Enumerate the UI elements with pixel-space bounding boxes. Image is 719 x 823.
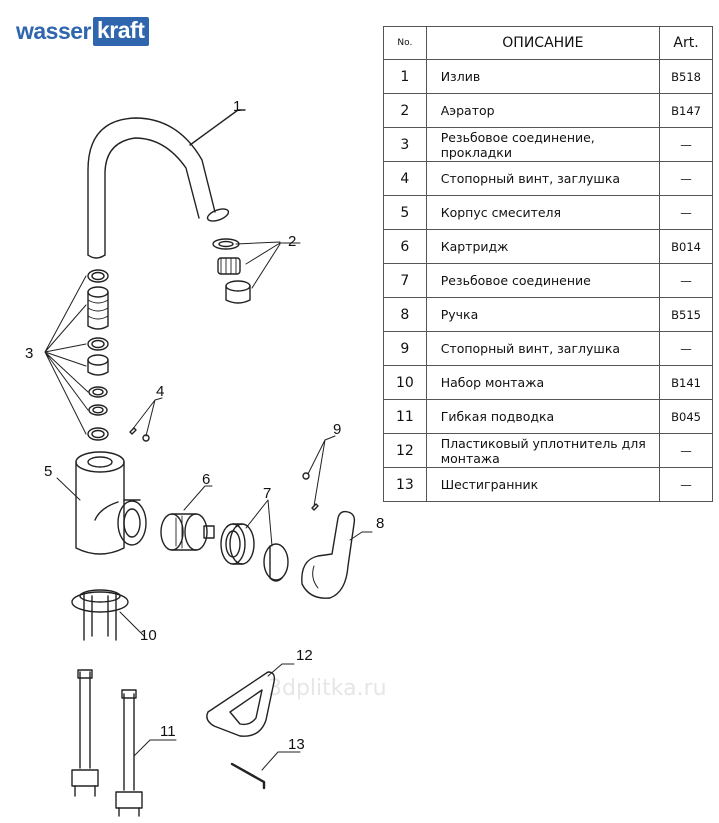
part-cartridge <box>160 485 215 551</box>
part-aerator <box>212 238 301 304</box>
callout-10: 10 <box>140 627 157 644</box>
row-description: Пластиковый уплотнитель для монтажа <box>425 433 661 468</box>
row-no: 9 <box>383 331 427 366</box>
row-art: — <box>659 433 713 468</box>
row-no: 5 <box>383 195 427 230</box>
header-no: No. <box>383 26 427 60</box>
callout-8: 8 <box>376 515 384 532</box>
row-description: Корпус смесителя <box>425 195 661 230</box>
row-description: Ручка <box>425 297 661 332</box>
row-description: Гибкая подводка <box>425 399 661 434</box>
row-no: 7 <box>383 263 427 298</box>
callout-4: 4 <box>156 383 164 400</box>
row-no: 2 <box>383 93 427 128</box>
row-description: Стопорный винт, заглушка <box>425 331 661 366</box>
row-no: 6 <box>383 229 427 264</box>
row-description: Набор монтажа <box>425 365 661 400</box>
header-art: Art. <box>659 26 713 60</box>
row-art: B045 <box>659 399 713 434</box>
watermark-text: 3dplitka.ru <box>268 676 387 701</box>
row-description: Излив <box>425 59 661 94</box>
part-plastic-gasket <box>206 663 295 737</box>
row-no: 4 <box>383 161 427 196</box>
row-art: — <box>659 331 713 366</box>
part-threaded-connection <box>220 499 289 582</box>
row-no: 13 <box>383 467 427 502</box>
part-hex-key <box>230 751 301 790</box>
part-locking-screw-4 <box>129 397 163 442</box>
callout-7: 7 <box>263 485 271 502</box>
callout-1: 1 <box>233 98 241 115</box>
part-locking-screw-9 <box>302 435 336 511</box>
callout-2: 2 <box>288 233 296 250</box>
row-description: Резьбовое соединение, прокладки <box>425 127 661 162</box>
row-art: — <box>659 467 713 502</box>
callout-3: 3 <box>25 345 33 362</box>
callout-5: 5 <box>44 463 52 480</box>
row-no: 12 <box>383 433 427 468</box>
row-description: Аэратор <box>425 93 661 128</box>
row-no: 10 <box>383 365 427 400</box>
part-body <box>56 451 147 555</box>
callout-6: 6 <box>202 471 210 488</box>
row-no: 11 <box>383 399 427 434</box>
part-flexible-hoses <box>71 669 177 817</box>
row-description: Шестигранник <box>425 467 661 502</box>
row-description: Стопорный винт, заглушка <box>425 161 661 196</box>
row-art: B515 <box>659 297 713 332</box>
row-description: Картридж <box>425 229 661 264</box>
table-header-row: No. ОПИСАНИЕ Art. <box>383 26 713 60</box>
callout-11: 11 <box>160 723 176 740</box>
row-no: 3 <box>383 127 427 162</box>
row-art: B014 <box>659 229 713 264</box>
row-art: — <box>659 195 713 230</box>
logo-text-wasser: wasser <box>16 17 92 44</box>
row-no: 1 <box>383 59 427 94</box>
logo-text-kraft: kraft <box>93 16 150 46</box>
part-handle <box>301 510 373 599</box>
callout-9: 9 <box>333 421 341 438</box>
row-art: — <box>659 127 713 162</box>
header-description: ОПИСАНИЕ <box>425 26 661 60</box>
row-art: — <box>659 263 713 298</box>
part-connector-gaskets <box>44 269 109 441</box>
callout-12: 12 <box>296 647 313 664</box>
part-spout <box>87 109 246 259</box>
callout-13: 13 <box>288 736 305 753</box>
part-mounting-kit <box>71 589 145 641</box>
row-description: Резьбовое соединение <box>425 263 661 298</box>
row-art: B518 <box>659 59 713 94</box>
row-art: B147 <box>659 93 713 128</box>
row-art: B141 <box>659 365 713 400</box>
row-no: 8 <box>383 297 427 332</box>
row-art: — <box>659 161 713 196</box>
